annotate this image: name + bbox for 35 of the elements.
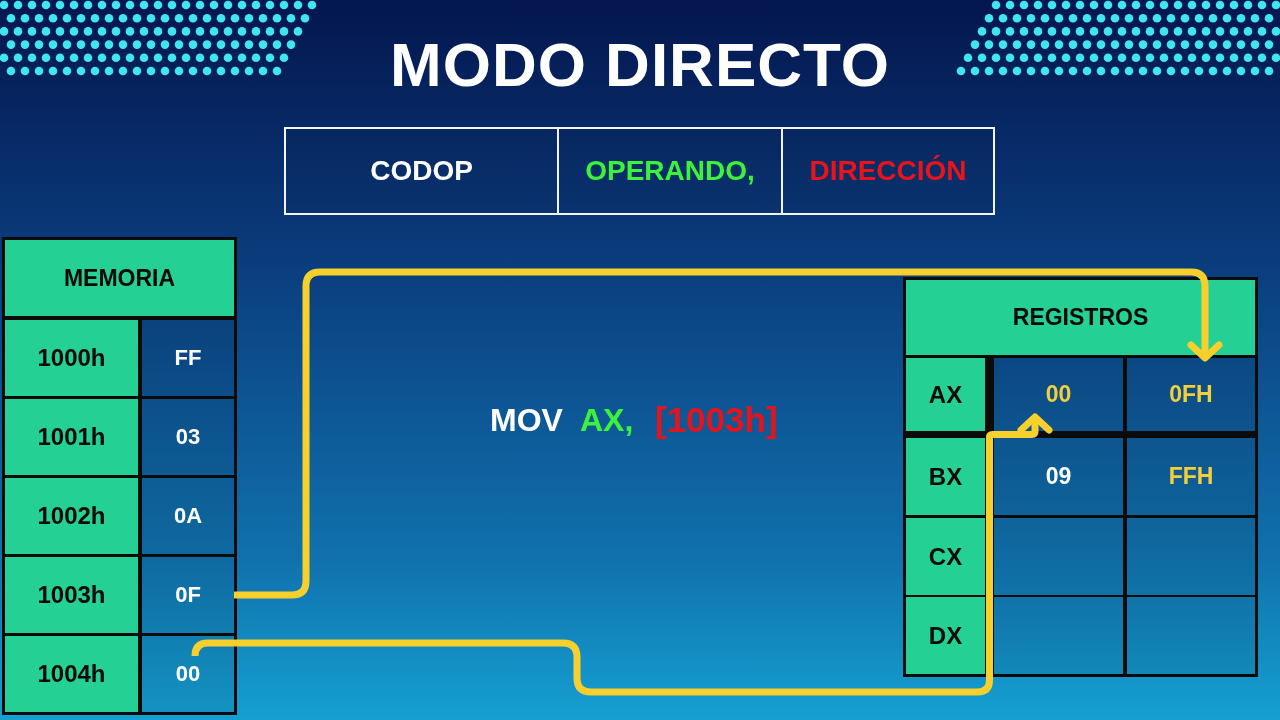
memory-address-cell: 1001h [5, 399, 138, 475]
memory-value-cell: 0A [142, 478, 234, 554]
table-header: MEMORIA [5, 240, 234, 316]
format-field: CODOP [284, 127, 559, 215]
memory-address-cell: 1003h [5, 557, 138, 633]
register-name-cell: AX [906, 358, 985, 431]
format-field: OPERANDO, [557, 127, 783, 215]
register-value-cell: 09 [994, 438, 1123, 515]
memory-value-cell: 00 [142, 636, 234, 712]
memory-address-cell: 1004h [5, 636, 138, 712]
empty-cell [1127, 518, 1255, 595]
instruction-mnemonic: MOV [490, 402, 563, 438]
format-field: DIRECCIÓN [781, 127, 995, 215]
title: MODO DIRECTO [390, 32, 890, 98]
memory-table [2, 237, 237, 715]
memory-value-cell: 03 [142, 399, 234, 475]
register-value-cell: 00 [994, 358, 1123, 431]
table-header: REGISTROS [906, 280, 1255, 355]
register-name-cell: BX [906, 438, 985, 515]
arrow [234, 268, 1223, 599]
register-name-cell: CX [906, 518, 985, 595]
memory-address-cell: 1002h [5, 478, 138, 554]
register-name-cell: DX [906, 597, 985, 674]
arrow [191, 413, 1053, 696]
memory-value-cell: 0F [142, 557, 234, 633]
register-table [903, 277, 1258, 677]
instruction-operand: AX, [580, 402, 634, 438]
memory-value-cell: FF [142, 320, 234, 396]
memory-address-cell: 1000h [5, 320, 138, 396]
empty-cell [1127, 597, 1255, 674]
register-value-cell: 0FH [1127, 358, 1255, 431]
instruction-address: [1003h] [655, 402, 778, 438]
empty-cell [994, 518, 1123, 595]
empty-cell [994, 597, 1123, 674]
register-value-cell: FFH [1127, 438, 1255, 515]
